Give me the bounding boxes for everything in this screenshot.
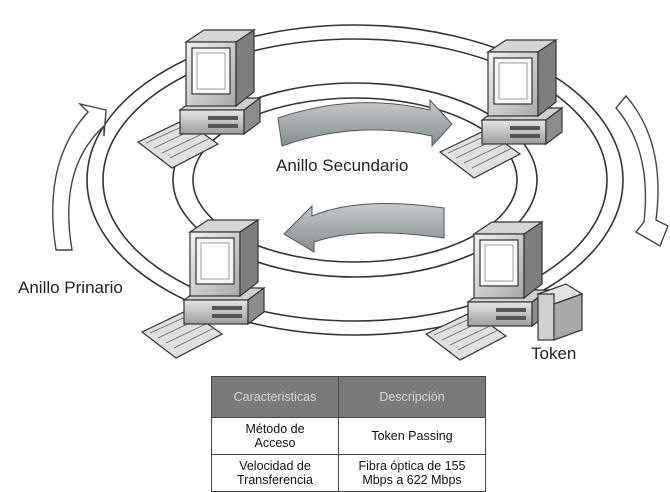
computer-top-right	[439, 39, 563, 179]
token-box-icon	[536, 283, 584, 341]
secondary-ring-arrow-left	[283, 203, 445, 253]
cell-text: Velocidad de Transferencia	[237, 459, 313, 487]
primary-ring-arrow-right	[615, 94, 669, 248]
cell-speed-value: Fibra óptica de 155 Mbps a 622 Mbps	[338, 454, 486, 492]
secondary-ring-label: Anillo Secundario	[276, 156, 409, 175]
cell-text: Fibra óptica de 155 Mbps a 622 Mbps	[358, 459, 466, 487]
primary-ring	[86, 24, 624, 336]
computer-bottom-right	[425, 221, 549, 361]
table-header-row: Caracteristicas Descripción	[211, 376, 486, 418]
token-label: Token	[531, 344, 577, 363]
cell-access-method: Método de Acceso	[211, 417, 339, 455]
cell-token-passing: Token Passing	[338, 417, 486, 455]
primary-ring-label: Anillo Prinario	[18, 278, 123, 297]
table-row: Velocidad de Transferencia Fibra óptica …	[211, 454, 486, 492]
secondary-ring	[172, 82, 538, 278]
table-row: Método de Acceso Token Passing	[211, 417, 486, 455]
primary-ring-arrow-left	[52, 102, 107, 251]
secondary-ring-arrow-right	[277, 98, 453, 148]
computer-top-left	[137, 29, 261, 169]
cell-text: Token Passing	[371, 429, 453, 443]
cell-text: Método de Acceso	[245, 422, 305, 450]
cell-transfer-speed: Velocidad de Transferencia	[211, 454, 339, 492]
computer-bottom-left	[141, 219, 265, 359]
characteristics-table: Caracteristicas Descripción Método de Ac…	[211, 376, 486, 492]
header-characteristics: Caracteristicas	[211, 376, 339, 418]
header-description: Descripción	[338, 376, 486, 418]
